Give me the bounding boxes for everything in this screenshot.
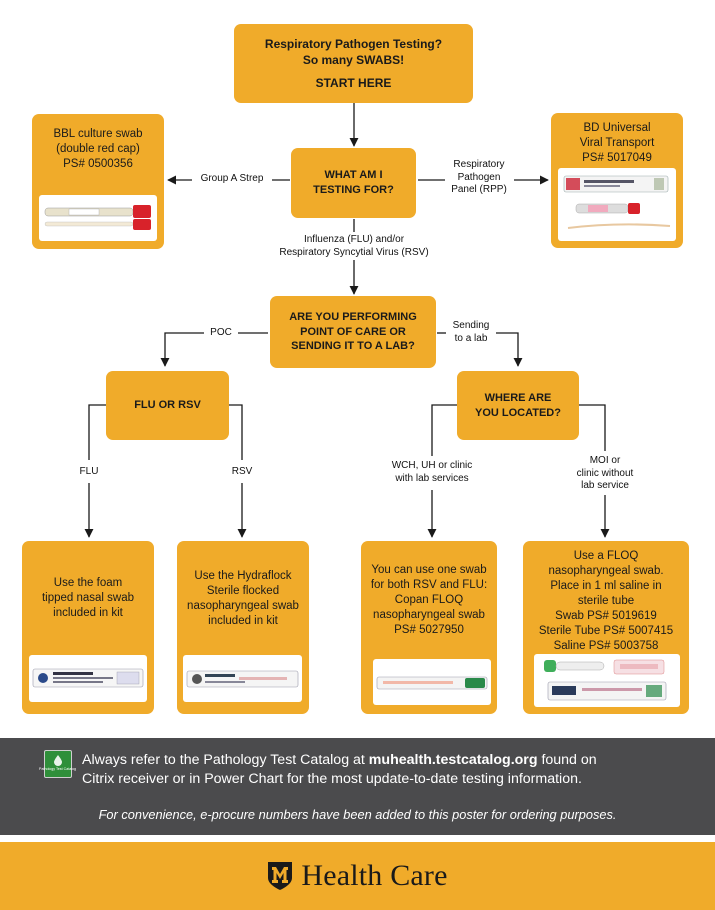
outcome-hydraflock-text: Use the Hydraflock Sterile flocked nasop…	[187, 570, 299, 627]
bd-transport-icon	[563, 175, 671, 229]
start-box: Respiratory Pathogen Testing? So many SW…	[234, 24, 473, 103]
label-flu: FLU	[79, 466, 99, 477]
arrow-q3-wch	[431, 404, 457, 456]
copan-swab-photo	[373, 659, 491, 705]
foam-swab-photo	[29, 655, 147, 702]
convenience-note: For convenience, e-procure numbers have …	[98, 807, 617, 822]
outcome-copan-text: You can use one swab for both RSV and FL…	[370, 564, 488, 636]
hydraflock-swab-photo	[183, 655, 302, 702]
bd-transport-photo	[558, 168, 676, 241]
brand-lockup: Health Care	[0, 842, 715, 910]
floq-kit-icon	[544, 659, 667, 701]
flowchart-connectors	[84, 103, 610, 538]
catalog-notice-banner: Pathology Test Catalog Always refer to t…	[0, 738, 715, 835]
mizzou-shield-icon	[268, 862, 293, 890]
catalog-link[interactable]: muhealth.testcatalog.org	[368, 752, 538, 768]
question-where-located: WHERE ARE YOU LOCATED?	[457, 371, 579, 440]
question-what-testing-text: WHAT AM I TESTING FOR?	[313, 169, 394, 196]
label-moi: MOI or clinic without lab service	[576, 455, 634, 491]
bbl-swab-photo	[39, 195, 157, 241]
arrow-q3-moi	[579, 404, 606, 451]
arrow-q2-to-fluorsv-b	[160, 332, 204, 367]
foam-swab-icon	[32, 668, 144, 688]
start-title: Respiratory Pathogen Testing?	[264, 37, 443, 52]
arrow-fluorsv-rsv	[229, 404, 243, 460]
catalog-notice-text: Always refer to the Pathology Test Catal…	[82, 751, 707, 789]
brand-footer: Health Care	[0, 842, 715, 910]
arrow-fluorsv-flu	[88, 404, 106, 460]
drop-icon	[54, 755, 62, 766]
arrow-q2-to-q3-b	[496, 332, 523, 367]
question-what-testing: WHAT AM I TESTING FOR?	[291, 148, 416, 218]
label-rsv: RSV	[231, 466, 253, 477]
start-subtitle: So many SWABS!	[302, 53, 405, 68]
outcome-bbl-text: BBL culture swab (double red cap) PS# 05…	[53, 128, 143, 170]
label-rpp: Respiratory Pathogen Panel (RPP)	[451, 159, 507, 195]
catalog-icon-label: Pathology Test Catalog	[39, 766, 77, 771]
label-sending: Sending to a lab	[452, 320, 490, 344]
label-poc: POC	[210, 327, 232, 338]
box-flu-or-rsv: FLU OR RSV	[106, 371, 229, 440]
notice-post: found on	[537, 752, 597, 768]
outcome-bd-text: BD Universal Viral Transport PS# 5017049	[579, 122, 655, 164]
label-flu-rsv: Influenza (FLU) and/or Respiratory Syncy…	[279, 234, 429, 258]
floq-kit-photo	[534, 654, 680, 707]
outcome-foam-text: Use the foam tipped nasal swab included …	[41, 577, 135, 619]
box-flu-or-rsv-text: FLU OR RSV	[134, 399, 201, 412]
question-poc-or-lab-text: ARE YOU PERFORMING POINT OF CARE OR SEND…	[289, 310, 417, 353]
start-here: START HERE	[315, 75, 392, 90]
question-where-located-text: WHERE ARE YOU LOCATED?	[475, 391, 561, 419]
brand-name: Health Care	[301, 859, 448, 892]
copan-swab-icon	[376, 676, 488, 690]
label-group-a-strep: Group A Strep	[200, 173, 264, 184]
catalog-app-icon[interactable]: Pathology Test Catalog	[40, 750, 76, 778]
question-poc-or-lab: ARE YOU PERFORMING POINT OF CARE OR SEND…	[270, 296, 436, 368]
label-wch: WCH, UH or clinic with lab services	[391, 460, 473, 484]
notice-pre: Always refer to the Pathology Test Catal…	[82, 752, 369, 768]
notice-line2: Citrix receiver or in Power Chart for th…	[82, 771, 582, 787]
bbl-swab-icon	[44, 205, 151, 230]
outcome-floq-text: Use a FLOQ nasopharyngeal swab. Place in…	[538, 550, 674, 652]
hydraflock-swab-icon	[186, 670, 299, 688]
